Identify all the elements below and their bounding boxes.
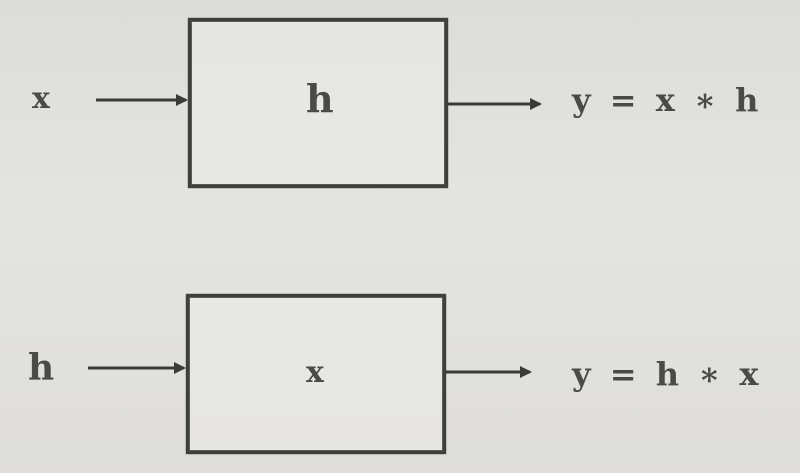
- system-1-output-label: y = x ∗ h: [572, 81, 763, 119]
- system-1-response-label: h: [306, 76, 334, 121]
- system-2-output-label: y = h ∗ x: [572, 355, 763, 393]
- system-2-response-label: x: [306, 355, 324, 390]
- system-1-input-label: x: [32, 81, 50, 116]
- system-2-input-label: h: [28, 347, 55, 389]
- system-2-box: [186, 294, 446, 454]
- system-1-box: [188, 18, 448, 188]
